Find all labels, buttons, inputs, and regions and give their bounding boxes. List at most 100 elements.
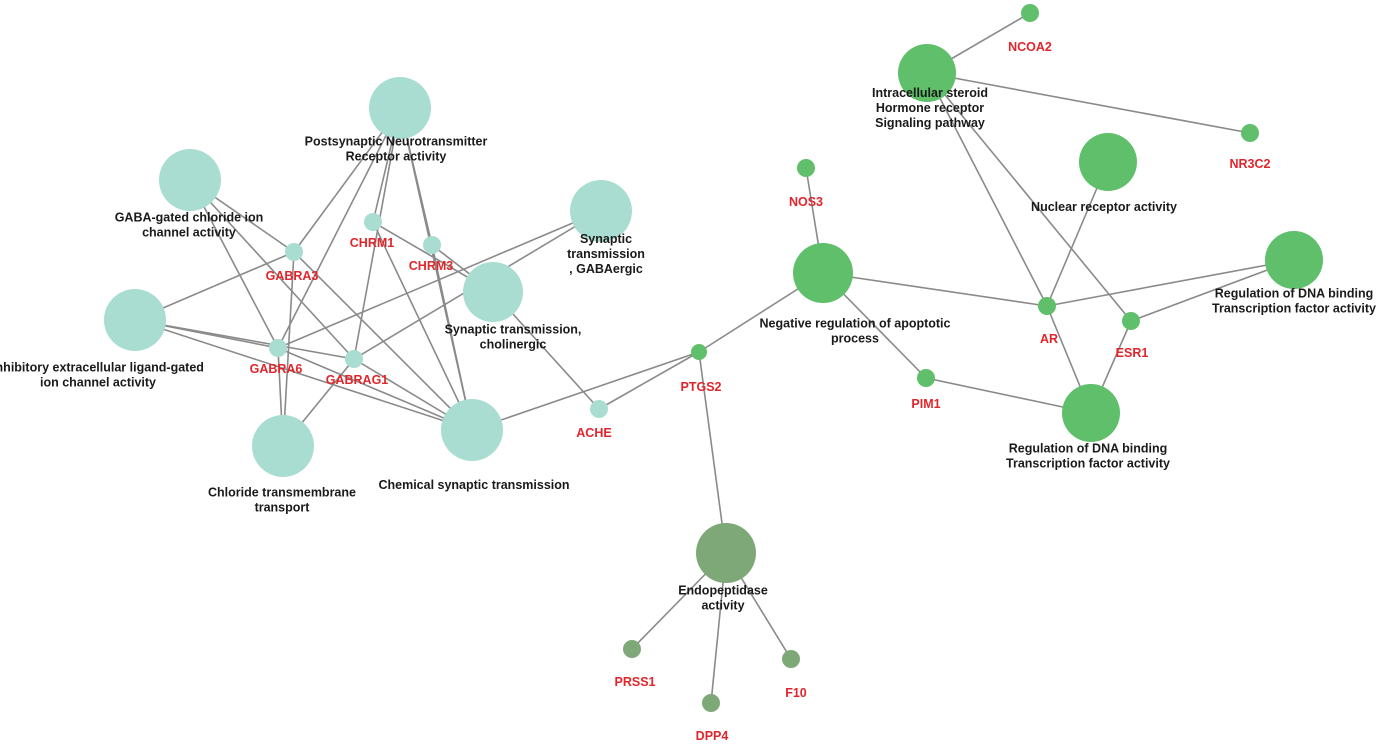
label-line: NR3C2 [1230,157,1271,171]
label-line: Regulation of DNA binding [1009,442,1168,456]
gene-label-gabra3: GABRA3 [266,269,319,283]
term-node-dna-right[interactable] [1265,231,1323,289]
label-line: AR [1040,332,1058,346]
edge-esr1-dna-right [1130,259,1295,322]
term-node-neg-apop[interactable] [793,243,853,303]
label-line: activity [701,599,744,613]
gene-node-ar[interactable] [1038,297,1056,315]
edge-syn-gaba-gabra6 [277,210,602,349]
label-line: PTGS2 [681,380,722,394]
label-line: Chloride transmembrane [208,486,356,500]
term-node-chloride[interactable] [252,415,314,477]
term-label-syn-chol: Synaptic transmission,cholinergic [445,323,582,352]
label-line: Receptor activity [346,150,447,164]
label-line: process [831,332,879,346]
edge-chloride-gabra3 [282,251,295,447]
gene-label-ncoa2: NCOA2 [1008,40,1052,54]
gene-label-prss1: PRSS1 [615,675,656,689]
label-line: DPP4 [696,729,729,743]
gene-node-gabra3[interactable] [285,243,303,261]
gene-node-gabra6[interactable] [269,339,287,357]
term-node-chem[interactable] [441,399,503,461]
label-line: Inhibitory extracellular ligand-gated [0,361,204,375]
label-line: Regulation of DNA binding [1215,287,1374,301]
edge-neg-apop-ar [822,272,1048,307]
term-node-dna-bottom[interactable] [1062,384,1120,442]
gene-node-nos3[interactable] [797,159,815,177]
term-label-chem: Chemical synaptic transmission [378,478,569,492]
gene-label-gabra6: GABRA6 [250,362,303,376]
term-node-syn-gaba[interactable] [570,180,632,242]
edge-steroid-ar [926,72,1048,307]
label-line: transmission [567,247,645,261]
gene-node-pim1[interactable] [917,369,935,387]
edge-post-gabrag1 [353,107,401,360]
gene-label-gabrag1: GABRAG1 [326,373,389,387]
edge-ptgs2-ache [598,351,700,410]
label-line: , GABAergic [569,262,643,276]
label-line: Hormone receptor [876,101,984,115]
label-line: GABRAG1 [326,373,389,387]
label-line: ESR1 [1116,346,1149,360]
gene-node-prss1[interactable] [623,640,641,658]
edge-chem-ptgs2 [471,351,700,431]
term-node-steroid[interactable] [898,44,956,102]
label-line: GABRA3 [266,269,319,283]
gene-label-ar: AR [1040,332,1058,346]
gene-label-dpp4: DPP4 [696,729,729,743]
term-label-nuclear: Nuclear receptor activity [1031,200,1177,214]
label-line: Chemical synaptic transmission [378,478,569,492]
node-layer [104,4,1323,712]
label-line: NCOA2 [1008,40,1052,54]
gene-node-chrm1[interactable] [364,213,382,231]
label-line: Postsynaptic Neurotransmitter [305,135,488,149]
term-node-syn-chol[interactable] [463,262,523,322]
gene-node-dpp4[interactable] [702,694,720,712]
edge-inhib-chem [134,319,473,431]
label-line: CHRM3 [409,259,453,273]
gene-label-f10: F10 [785,686,807,700]
label-line: ion channel activity [40,376,156,390]
label-line: GABRA6 [250,362,303,376]
label-line: Synaptic transmission, [445,323,582,337]
label-line: channel activity [142,226,236,240]
term-node-nuclear[interactable] [1079,133,1137,191]
term-node-gaba-gated[interactable] [159,149,221,211]
gene-node-ncoa2[interactable] [1021,4,1039,22]
gene-node-ptgs2[interactable] [691,344,707,360]
edge-chem-chrm1 [372,221,473,431]
edge-gaba-gated-gabra6 [189,179,279,349]
label-line: Transcription factor activity [1006,457,1170,471]
gene-node-chrm3[interactable] [423,236,441,254]
term-node-inhib[interactable] [104,289,166,351]
gene-label-esr1: ESR1 [1116,346,1149,360]
edge-steroid-esr1 [926,72,1132,322]
gene-label-nos3: NOS3 [789,195,823,209]
gene-label-ptgs2: PTGS2 [681,380,722,394]
gene-node-nr3c2[interactable] [1241,124,1259,142]
gene-node-esr1[interactable] [1122,312,1140,330]
gene-node-gabrag1[interactable] [345,350,363,368]
label-line: PIM1 [911,397,940,411]
edge-ar-dna-right [1046,259,1295,307]
gene-node-ache[interactable] [590,400,608,418]
label-line: Endopeptidase [678,584,768,598]
gene-node-f10[interactable] [782,650,800,668]
edge-chem-chrm3 [431,244,473,431]
label-line: PRSS1 [615,675,656,689]
gene-label-chrm3: CHRM3 [409,259,453,273]
term-node-post[interactable] [369,77,431,139]
term-node-endo[interactable] [696,523,756,583]
edge-post-gabra6 [277,107,401,349]
